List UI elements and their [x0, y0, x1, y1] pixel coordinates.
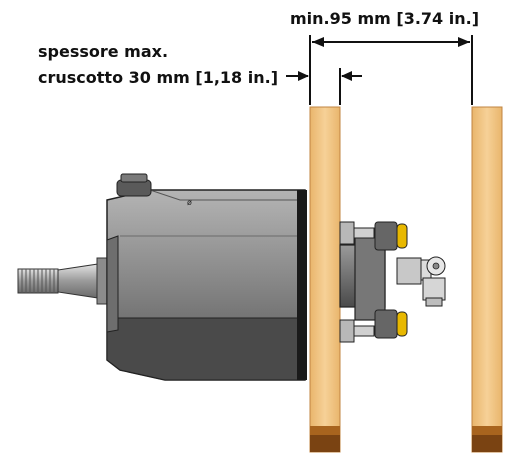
dashboard-panel	[309, 106, 341, 453]
clearance-dimension	[309, 35, 473, 105]
helm-pump-body: ø	[106, 173, 307, 381]
hydraulic-block	[339, 221, 446, 343]
svg-text:ø: ø	[187, 198, 192, 207]
min-clearance-label: min.95 mm [3.74 in.]	[290, 9, 479, 28]
thickness-label-line2: cruscotto 30 mm [1,18 in.]	[38, 68, 278, 87]
thickness-dimension	[286, 68, 362, 105]
steering-shaft	[17, 257, 108, 305]
clearance-panel	[471, 106, 503, 453]
thickness-label-line1: spessore max.	[38, 42, 169, 61]
